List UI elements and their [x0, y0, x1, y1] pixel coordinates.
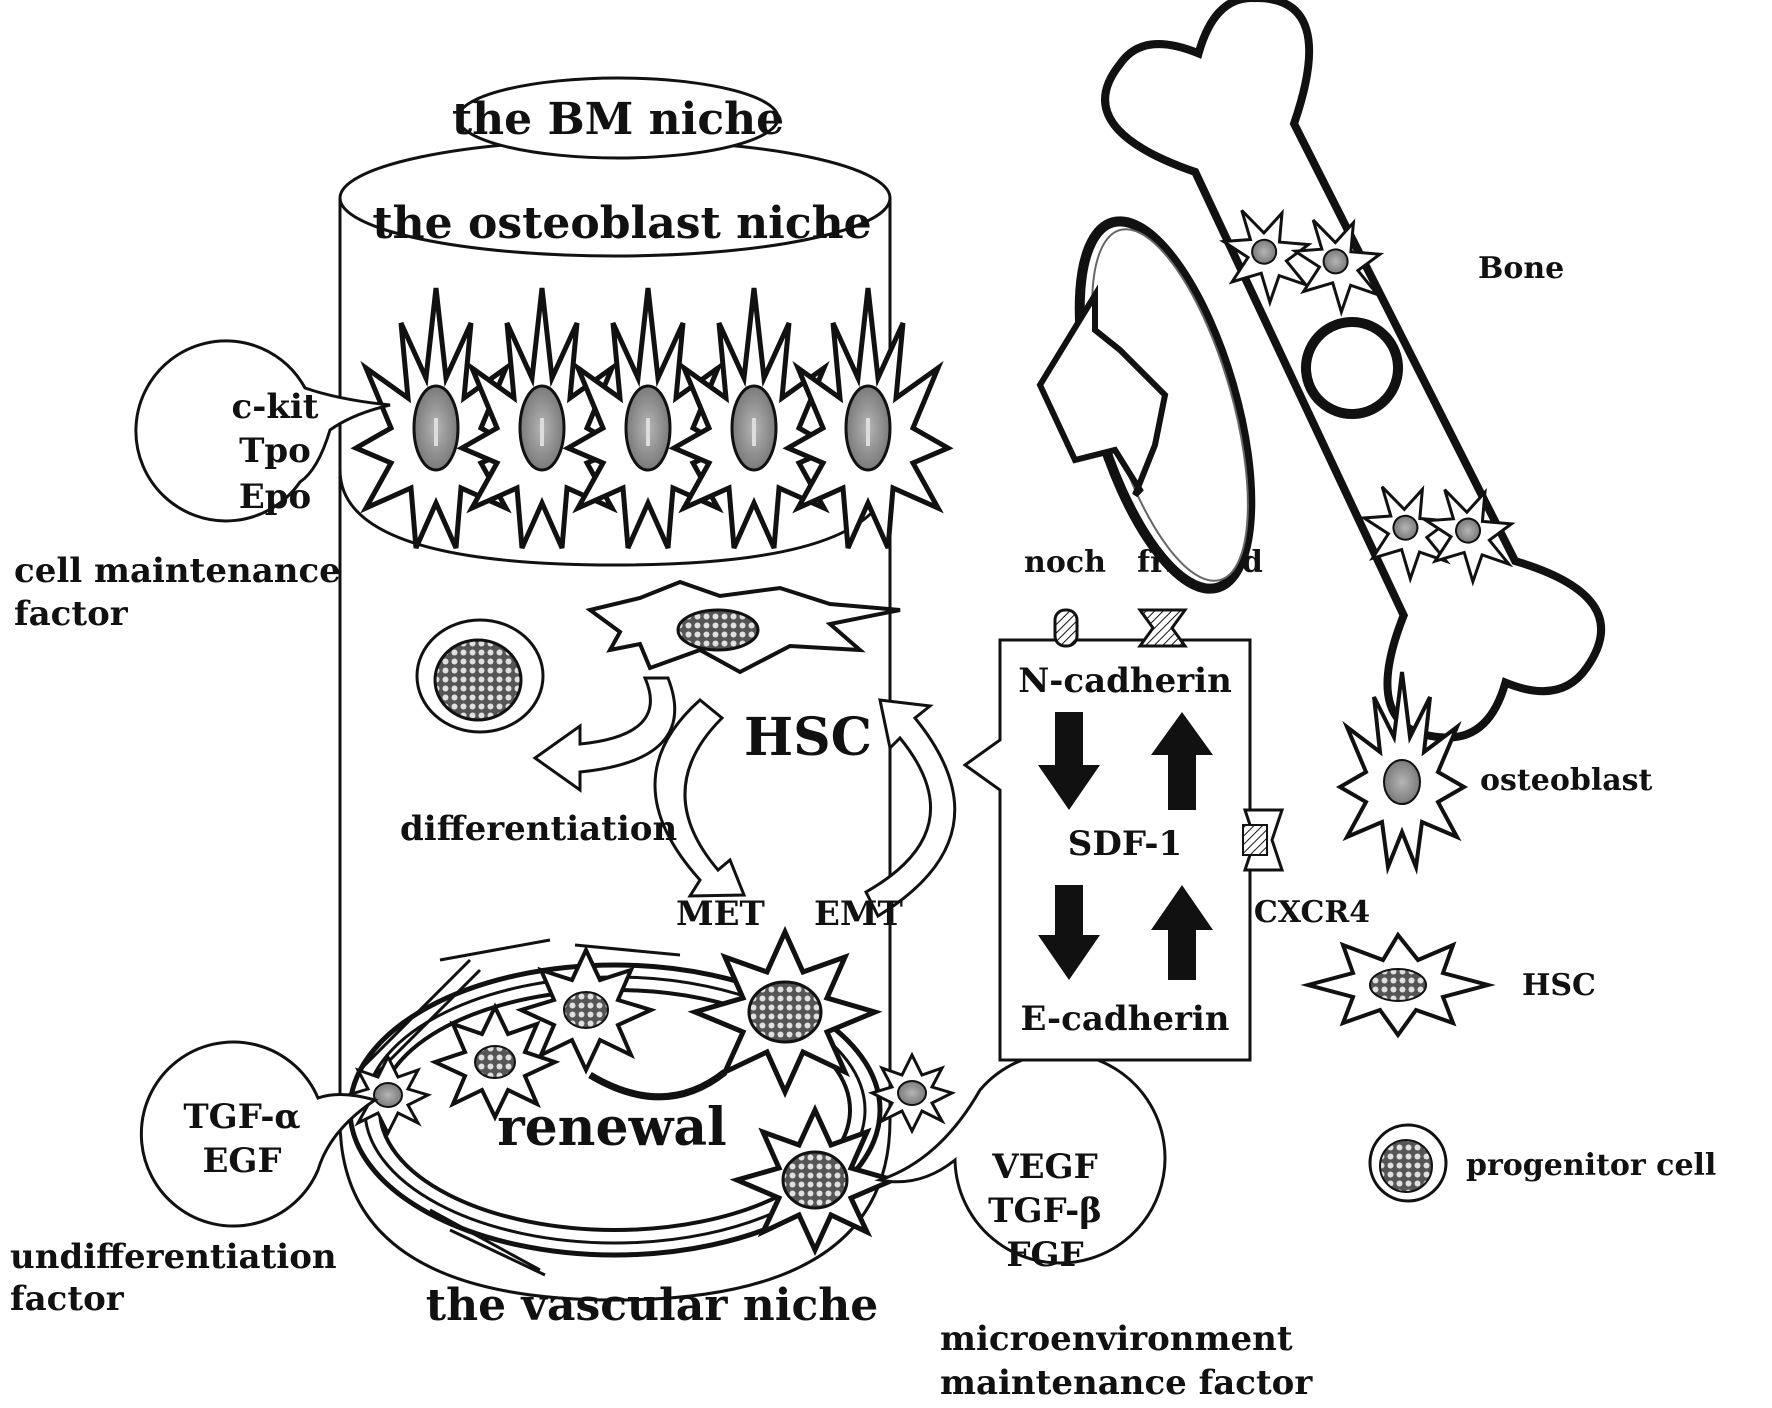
hsc-center-label: HSC — [744, 707, 872, 768]
endothelial-cell — [343, 1053, 433, 1137]
osteoblast-cell — [456, 287, 628, 550]
cxcr4-receptor-icon — [1242, 808, 1285, 872]
frizzled-receptor-icon — [1137, 608, 1188, 648]
endothelial-cell — [687, 925, 883, 1099]
epo-label: Epo — [239, 477, 311, 517]
emt-label: EMT — [814, 894, 903, 934]
tgf-beta-label: TGF-β — [988, 1191, 1102, 1231]
legend-osteoblast-icon — [1335, 671, 1469, 875]
signaling-box: N-cadherin SDF-1 E-cadherin — [962, 638, 1252, 1062]
maintenance-caption-line1: cell maintenance — [14, 551, 341, 591]
n-cadherin-label: N-cadherin — [1018, 661, 1232, 701]
endothelial-cell — [867, 1051, 957, 1135]
arrow-up-icon — [1151, 712, 1213, 810]
zoom-indicator — [1036, 216, 1256, 594]
arrow-down-icon — [1038, 712, 1100, 810]
hsc-top-cell — [585, 579, 901, 675]
noch-label: noch — [1024, 545, 1106, 580]
vascular-niche-title: the vascular niche — [426, 1280, 878, 1331]
undifferentiation-caption-line1: undifferentiation — [10, 1237, 337, 1277]
renewal-label: renewal — [497, 1097, 727, 1158]
sdf1-label: SDF-1 — [1068, 824, 1182, 864]
undifferentiation-factor-bubble: TGF-α EGF — [139, 1040, 379, 1228]
tgf-alpha-label: TGF-α — [183, 1097, 300, 1137]
egf-label: EGF — [202, 1141, 281, 1181]
bone-label: Bone — [1478, 251, 1564, 286]
osteoblast-cell — [350, 287, 522, 550]
endothelial-cell — [515, 945, 657, 1075]
osteoblast-row — [350, 287, 954, 550]
differentiation-label: differentiation — [400, 809, 677, 849]
legend-osteoblast-label: osteoblast — [1480, 763, 1653, 798]
endothelial-cell — [429, 1002, 561, 1122]
osteoblast-cell — [562, 287, 734, 550]
legend-progenitor-icon — [1368, 1123, 1448, 1203]
microenvironment-factor-bubble: VEGF TGF-β FGF — [874, 1051, 1167, 1275]
c-kit-label: c-kit — [232, 387, 319, 427]
vegf-label: VEGF — [991, 1147, 1097, 1187]
renewal-arc — [588, 1069, 728, 1101]
cxcr4-label: CXCR4 — [1254, 895, 1370, 930]
hollow-arrow-icon — [1036, 284, 1169, 498]
arrow-down-icon — [1038, 885, 1100, 980]
endothelial-cell — [729, 1103, 901, 1257]
osteoblast-niche-title: the osteoblast niche — [372, 198, 871, 249]
microenvironment-caption-line1: microenvironment — [940, 1319, 1293, 1359]
noch-receptor-icon — [1053, 608, 1079, 648]
fgf-label: FGF — [1006, 1235, 1083, 1275]
undifferentiation-caption-line2: factor — [10, 1279, 125, 1319]
cycle-arrows — [532, 676, 957, 919]
legend-progenitor-label: progenitor cell — [1466, 1148, 1716, 1183]
arrow-up-icon — [1151, 885, 1213, 980]
e-cadherin-label: E-cadherin — [1020, 999, 1229, 1039]
bm-niche-title: the BM niche — [452, 94, 784, 145]
microenvironment-caption-line2: maintenance factor — [940, 1363, 1313, 1403]
vascular-cells — [343, 925, 957, 1257]
met-label: MET — [676, 894, 765, 934]
legend-hsc-icon — [1300, 931, 1496, 1039]
maintenance-caption-line2: factor — [14, 594, 129, 634]
bm-niche-label-ellipse: the BM niche — [452, 76, 784, 160]
legend-hsc-label: HSC — [1522, 968, 1596, 1003]
osteoblast-cell — [782, 287, 954, 550]
legend: osteoblast HSC progenitor cell — [1300, 671, 1716, 1203]
progenitor-cell-mid — [415, 618, 545, 734]
tpo-label: Tpo — [239, 431, 311, 471]
maintenance-factor-bubble: c-kit Tpo Epo — [134, 339, 391, 523]
